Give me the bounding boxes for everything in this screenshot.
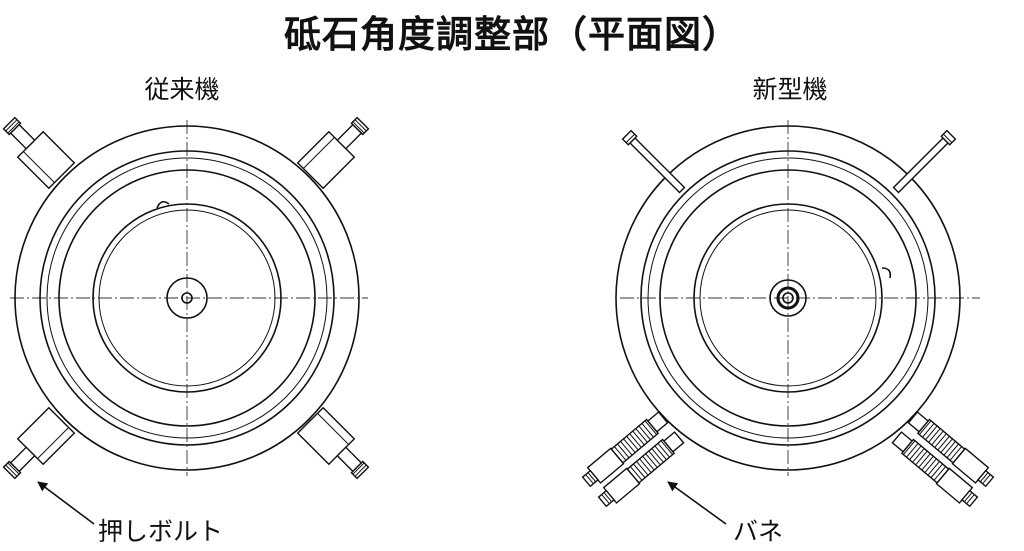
- center-boss: [769, 279, 807, 317]
- outer-ring: [14, 125, 360, 471]
- push-bolt-arrow: [37, 481, 95, 525]
- new-machine-drawing: [579, 120, 997, 525]
- center-boss: [166, 277, 208, 319]
- stone-plate-outer: [39, 150, 335, 446]
- push-bolt-callout: 押しボルト: [98, 517, 224, 546]
- spring-arrow: [667, 481, 727, 525]
- new-machine-label: 新型機: [752, 75, 828, 104]
- adjust-screw-top-right: [891, 129, 957, 195]
- adjust-screw-top-left: [621, 129, 687, 195]
- push-bolt-top-left: [0, 109, 75, 189]
- stone-inner-disk: [92, 203, 282, 393]
- stone-plate-outer: [640, 150, 936, 446]
- spring-callout: バネ: [733, 517, 784, 546]
- outer-ring: [615, 125, 961, 471]
- diagram-title: 砥石角度調整部（平面図）: [284, 13, 740, 56]
- stone-inner-disk: [693, 203, 883, 393]
- conventional-machine-drawing: [0, 109, 377, 525]
- conventional-machine-label: 従来機: [144, 75, 220, 104]
- push-bolt-bottom-left: [0, 407, 75, 487]
